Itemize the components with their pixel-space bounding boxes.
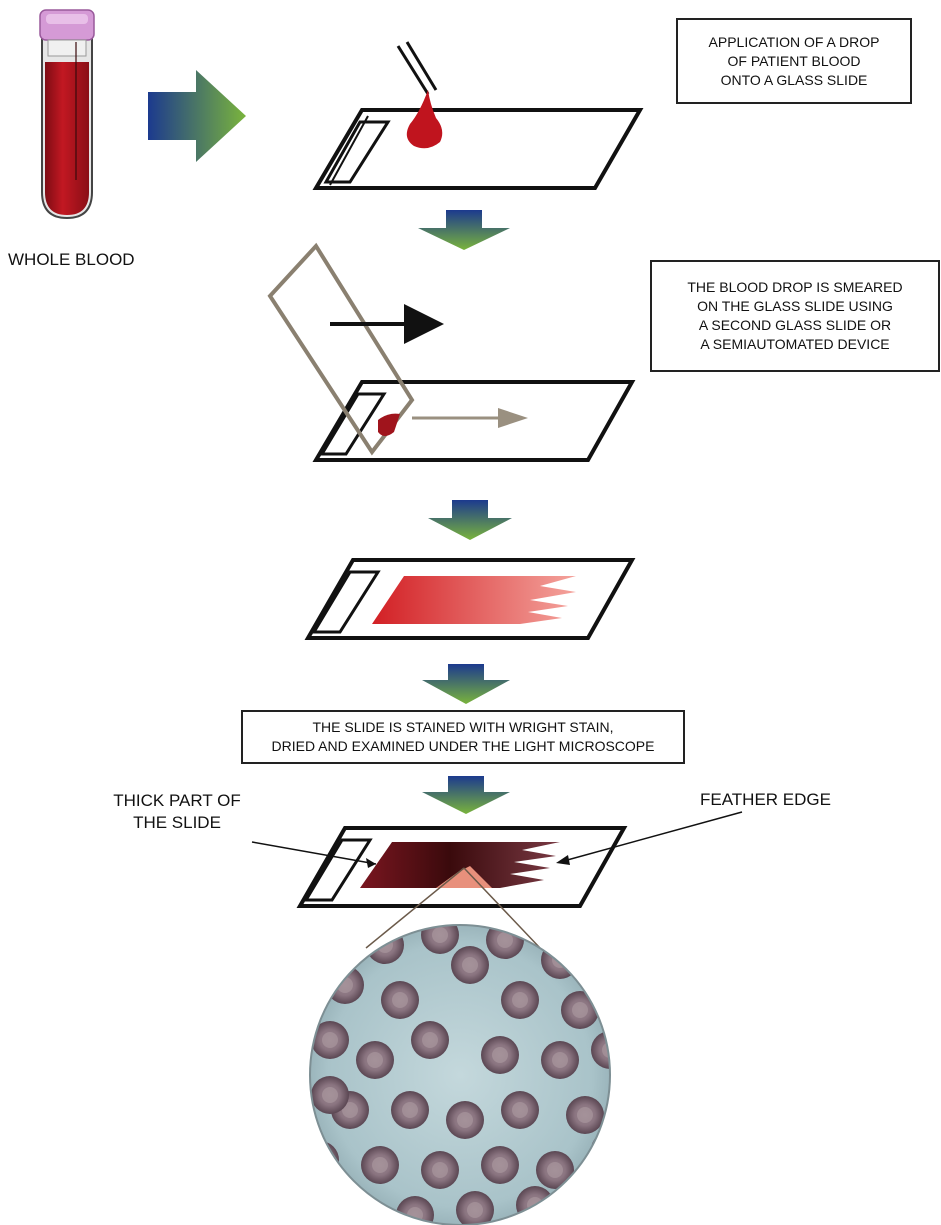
cell-center bbox=[457, 1112, 473, 1128]
cell-center bbox=[422, 1032, 438, 1048]
down-arrow-icon bbox=[428, 500, 512, 540]
cell-center bbox=[547, 1162, 563, 1178]
cell-center bbox=[577, 1107, 593, 1123]
slide-with-drop bbox=[316, 42, 640, 188]
cell-center bbox=[492, 1047, 508, 1063]
step-2-textbox: THE BLOOD DROP IS SMEARED ON THE GLASS S… bbox=[650, 260, 940, 372]
red-blood-cell bbox=[541, 941, 579, 979]
test-tube-icon bbox=[40, 10, 94, 218]
cell-center bbox=[392, 992, 408, 1008]
slide-with-smear bbox=[308, 560, 632, 638]
step-3-line: DRIED AND EXAMINED UNDER THE LIGHT MICRO… bbox=[243, 737, 683, 756]
cell-center bbox=[432, 927, 448, 943]
down-arrow-icon bbox=[422, 664, 510, 704]
thick-part-label: THICK PART OF THE SLIDE bbox=[92, 790, 262, 834]
step-2-line: A SEMIAUTOMATED DEVICE bbox=[652, 335, 938, 354]
step-3-line: THE SLIDE IS STAINED WITH WRIGHT STAIN, bbox=[243, 718, 683, 737]
step-1-textbox: APPLICATION OF A DROP OF PATIENT BLOOD O… bbox=[676, 18, 912, 104]
cell-center bbox=[432, 1162, 448, 1178]
cell-center bbox=[467, 1202, 483, 1218]
cell-center bbox=[462, 957, 478, 973]
step-1-line: OF PATIENT BLOOD bbox=[678, 52, 910, 71]
step-1-line: ONTO A GLASS SLIDE bbox=[678, 71, 910, 90]
cell-center bbox=[312, 1152, 328, 1168]
cell-center bbox=[322, 1087, 338, 1103]
cell-center bbox=[322, 1032, 338, 1048]
feather-edge-label: FEATHER EDGE bbox=[700, 790, 831, 810]
pipette-icon bbox=[398, 42, 436, 94]
cell-center bbox=[552, 1052, 568, 1068]
slide-smearing bbox=[270, 246, 632, 460]
right-arrow-icon bbox=[148, 70, 246, 162]
down-arrow-icon bbox=[418, 210, 510, 250]
cell-center bbox=[367, 1052, 383, 1068]
thick-part-line: THICK PART OF bbox=[92, 790, 262, 812]
step-2-line: A SECOND GLASS SLIDE OR bbox=[652, 316, 938, 335]
stained-slide bbox=[300, 828, 624, 906]
cell-center bbox=[552, 952, 568, 968]
cell-center bbox=[572, 1002, 588, 1018]
whole-blood-label: WHOLE BLOOD bbox=[8, 250, 135, 270]
microscope-view bbox=[301, 916, 629, 1225]
step-1-line: APPLICATION OF A DROP bbox=[678, 33, 910, 52]
thick-part-line: THE SLIDE bbox=[92, 812, 262, 834]
step-3-textbox: THE SLIDE IS STAINED WITH WRIGHT STAIN, … bbox=[241, 710, 685, 764]
down-arrow-icon bbox=[422, 776, 510, 814]
cell-center bbox=[372, 1157, 388, 1173]
cell-center bbox=[512, 992, 528, 1008]
step-2-line: ON THE GLASS SLIDE USING bbox=[652, 297, 938, 316]
cell-center bbox=[512, 1102, 528, 1118]
cell-center bbox=[602, 1042, 618, 1058]
cell-center bbox=[492, 1157, 508, 1173]
cell-center bbox=[402, 1102, 418, 1118]
step-2-line: THE BLOOD DROP IS SMEARED bbox=[652, 278, 938, 297]
red-blood-cell bbox=[301, 1141, 339, 1179]
cell-center bbox=[602, 1142, 618, 1158]
